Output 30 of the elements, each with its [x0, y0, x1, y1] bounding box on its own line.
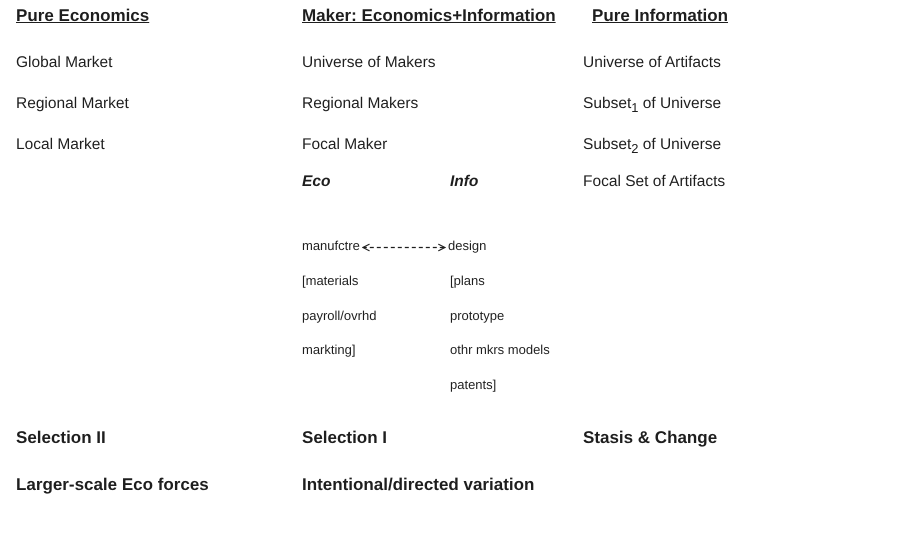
list-text: othr mkrs models	[450, 343, 550, 358]
list-text: markting]	[302, 343, 356, 358]
row-text: Local Market	[16, 136, 105, 154]
list-text: design	[448, 239, 486, 254]
row-text: Subset$_{2}$ of Universe	[583, 136, 722, 157]
list-text: manufctre	[302, 239, 360, 254]
list-text: [materials	[302, 274, 358, 289]
row-text: Regional Makers	[302, 95, 418, 113]
list-text: [plans	[450, 274, 485, 289]
row-text: Universe of Makers	[302, 54, 436, 72]
subheading: Eco	[302, 173, 330, 191]
column-heading: Pure Economics	[16, 6, 150, 26]
list-text: patents]	[450, 378, 496, 393]
list-text: payroll/ovrhd	[302, 309, 376, 324]
subheading: Info	[450, 173, 478, 191]
row-text: Subset$_{1}$ of Universe	[583, 95, 722, 116]
section-heading: Selection I	[302, 428, 388, 448]
section-heading: Intentional/directed variation	[302, 475, 534, 495]
double-arrow	[362, 244, 446, 252]
list-text: prototype	[450, 309, 504, 324]
column-heading: Pure Information	[592, 6, 728, 26]
section-heading: Selection II	[16, 428, 106, 448]
section-heading: Stasis & Change	[583, 428, 718, 448]
row-text: Focal Maker	[302, 136, 388, 154]
column-heading: Maker: Economics+Information	[302, 6, 556, 26]
row-text: Regional Market	[16, 95, 129, 113]
section-heading: Larger-scale Eco forces	[16, 475, 209, 495]
row-text: Universe of Artifacts	[583, 54, 721, 72]
row-text: Focal Set of Artifacts	[583, 173, 726, 191]
row-text: Global Market	[16, 54, 112, 72]
